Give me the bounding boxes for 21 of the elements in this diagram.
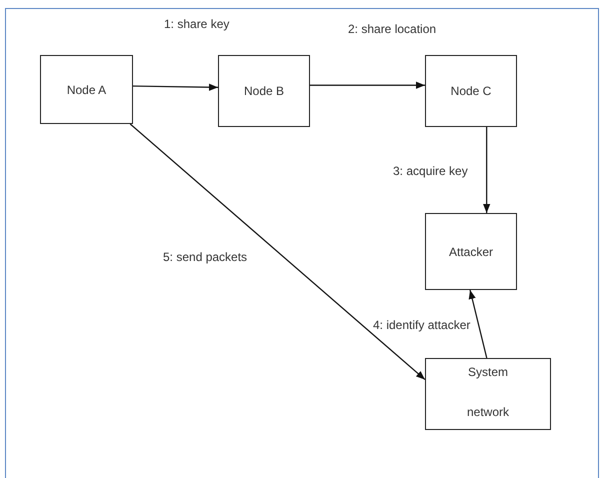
box-label: Node A bbox=[66, 82, 106, 96]
arrow bbox=[468, 290, 488, 358]
arrow bbox=[483, 127, 490, 213]
box-label: System bbox=[468, 365, 508, 379]
arrow bbox=[310, 82, 425, 89]
edge-label: 2: share location bbox=[347, 22, 438, 36]
edge-label: 5: send packets bbox=[162, 250, 248, 264]
edge-label: 4: identify attacker bbox=[372, 318, 472, 332]
process-box bbox=[218, 55, 310, 127]
arrow bbox=[130, 124, 426, 380]
edge-label: 1: share key bbox=[163, 17, 230, 31]
box-label: Node C bbox=[450, 84, 492, 98]
box-label: Node B bbox=[244, 84, 284, 98]
box-label: Attacker bbox=[448, 244, 493, 258]
process-box bbox=[425, 358, 551, 430]
process-box bbox=[40, 55, 133, 124]
arrow bbox=[132, 84, 218, 91]
edge-label: 3: acquire key bbox=[392, 164, 469, 178]
process-box bbox=[425, 55, 517, 127]
process-box bbox=[425, 213, 517, 290]
box-label: network bbox=[466, 405, 510, 419]
